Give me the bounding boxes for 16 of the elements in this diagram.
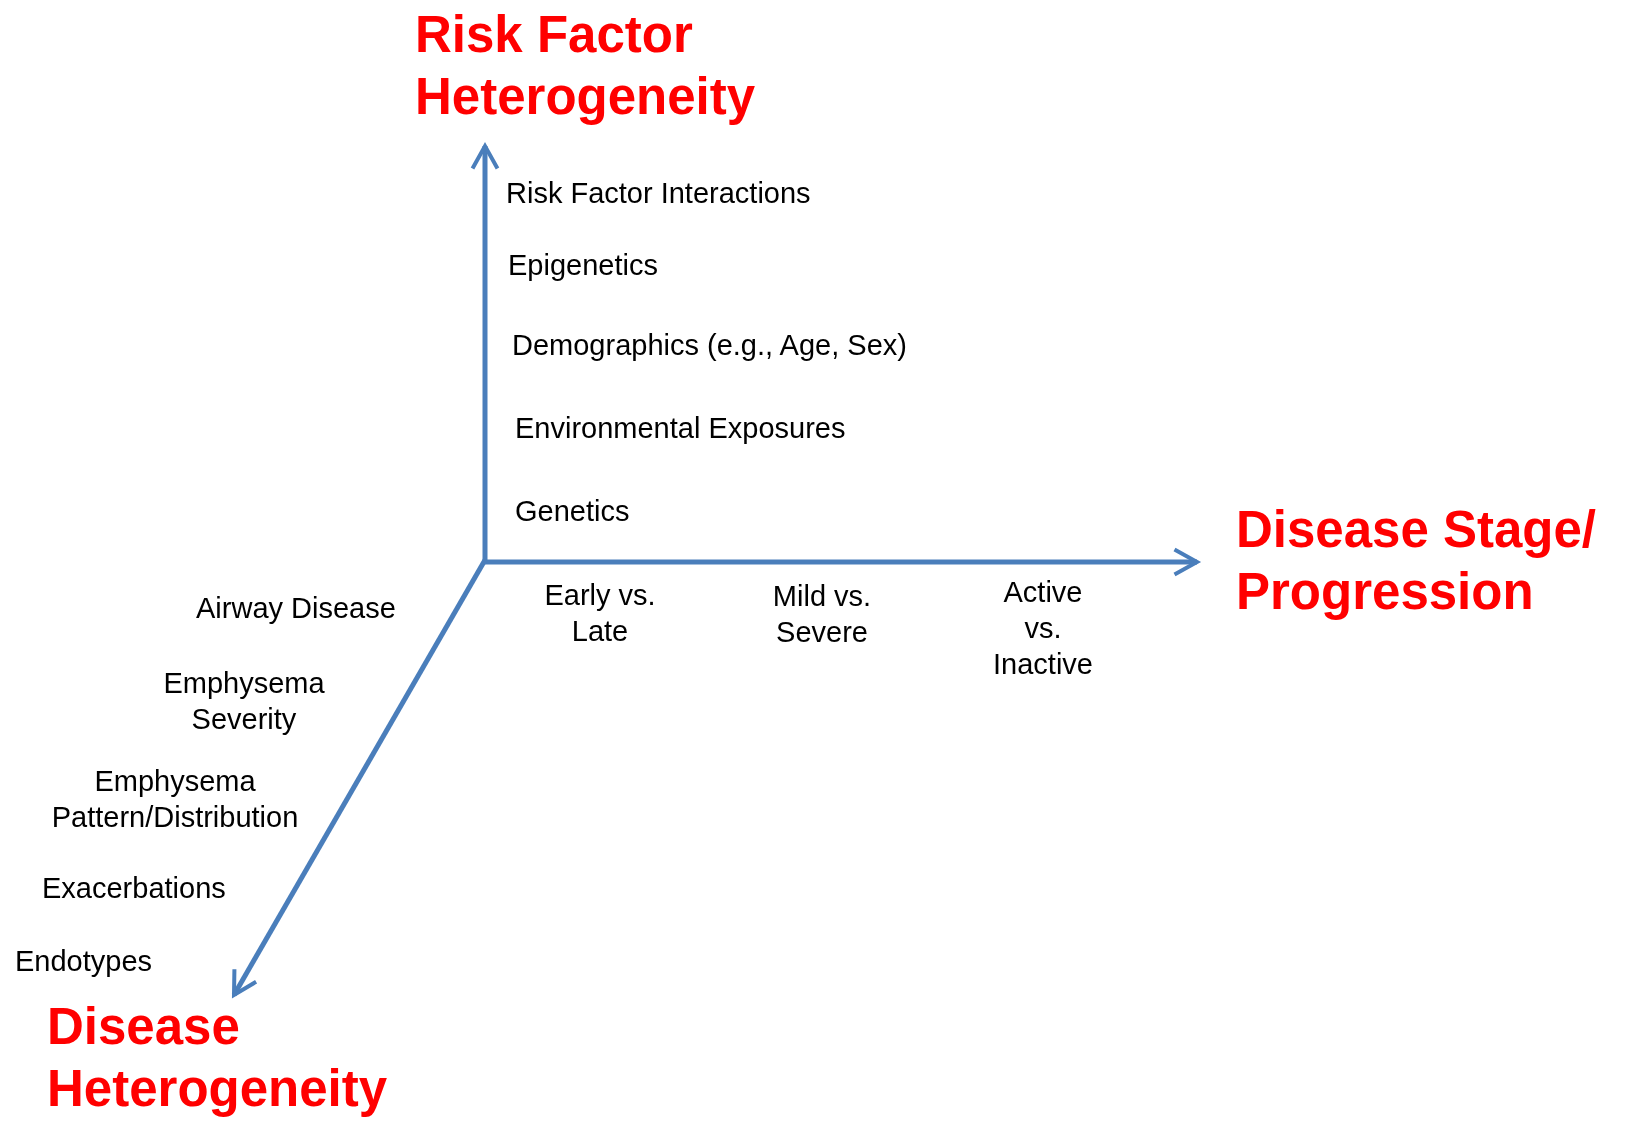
- axis-item-label: Emphysema Pattern/Distribution: [50, 764, 300, 835]
- axis-title: Disease Heterogeneity: [47, 997, 389, 1119]
- axis-item-label: Early vs. Late: [543, 578, 657, 649]
- axis-item-label: Risk Factor Interactions: [506, 176, 811, 211]
- axis-item-label: Exacerbations: [42, 871, 226, 906]
- axis-item-label: Genetics: [515, 494, 630, 529]
- axis-item-label: Environmental Exposures: [515, 411, 846, 446]
- axis-item-label: Active vs. Inactive: [992, 575, 1094, 682]
- axis-item-label: Epigenetics: [508, 248, 658, 283]
- axis-item-label: Emphysema Severity: [162, 666, 326, 737]
- axis-item-label: Demographics (e.g., Age, Sex): [512, 328, 907, 363]
- axis-title: Disease Stage/ Progression: [1236, 500, 1598, 622]
- axis-title: Risk Factor Heterogeneity: [415, 5, 757, 127]
- axis-item-label: Endotypes: [15, 944, 153, 979]
- axis-item-label: Airway Disease: [196, 591, 396, 626]
- axis-item-label: Mild vs. Severe: [771, 579, 873, 650]
